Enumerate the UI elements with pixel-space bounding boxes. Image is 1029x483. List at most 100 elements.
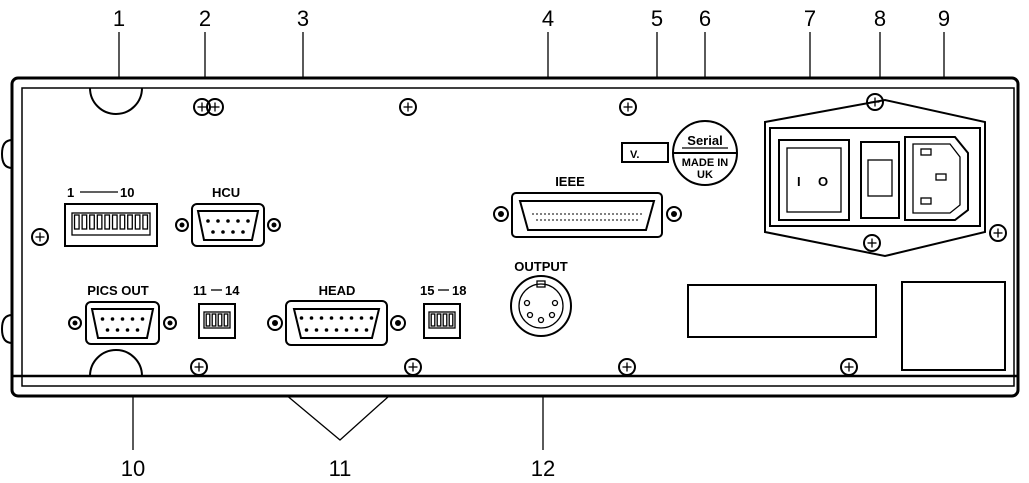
dip-switch-11-14[interactable]: 11 14 xyxy=(193,283,240,339)
dip-toggle[interactable] xyxy=(134,214,141,230)
screws xyxy=(31,98,1007,376)
dip-label-18: 18 xyxy=(452,283,466,298)
connector-pin xyxy=(319,316,324,320)
din-pin xyxy=(551,299,559,307)
dip-label-10: 10 xyxy=(120,185,134,200)
voltage-label: V. xyxy=(621,142,669,163)
callout-12: 12 xyxy=(531,456,555,481)
din-pin xyxy=(523,299,531,307)
screw-icon xyxy=(193,98,211,116)
callout-4: 4 xyxy=(542,6,554,31)
ieee-connector[interactable]: IEEE xyxy=(493,174,682,238)
callout-11: 11 xyxy=(329,456,352,481)
connector-pin xyxy=(369,316,374,320)
callout-10: 10 xyxy=(121,456,145,481)
serial-badge: Serial MADE IN UK xyxy=(672,120,738,186)
connector-pin xyxy=(309,316,314,320)
connector-pin xyxy=(304,328,309,332)
screw-icon xyxy=(399,98,417,116)
voltage-text: V. xyxy=(630,149,639,161)
pics-out-connector[interactable]: PICS OUT xyxy=(68,283,177,345)
callout-1: 1 xyxy=(113,6,125,31)
dip-toggle[interactable] xyxy=(127,214,133,230)
connector-pin xyxy=(226,219,230,223)
screw-icon xyxy=(404,358,422,376)
dip-label-15: 15 xyxy=(420,283,434,298)
dip-toggle[interactable] xyxy=(430,313,436,327)
dip-toggle[interactable] xyxy=(119,214,126,230)
made-in-text: MADE IN xyxy=(682,157,729,169)
screw-icon xyxy=(863,234,881,252)
din-pin xyxy=(548,311,556,319)
dip-toggle[interactable] xyxy=(142,214,149,230)
dip-switch-1-10[interactable]: 1 10 xyxy=(64,185,158,247)
hcu-connector[interactable]: HCU xyxy=(175,185,281,247)
dip-toggle[interactable] xyxy=(81,214,88,230)
screw-icon xyxy=(206,98,224,116)
connector-pin xyxy=(241,230,245,234)
callout-8: 8 xyxy=(874,6,886,31)
connector-pin xyxy=(110,317,115,321)
dip-toggle[interactable] xyxy=(205,313,211,327)
uk-text: UK xyxy=(697,169,713,181)
power-switch[interactable]: I O xyxy=(778,139,850,221)
callout-5: 5 xyxy=(651,6,663,31)
dip-toggle[interactable] xyxy=(442,313,448,327)
fuse-holder[interactable] xyxy=(860,141,900,219)
power-module xyxy=(764,93,986,258)
dip-label-11: 11 xyxy=(193,283,207,298)
dip-toggle[interactable] xyxy=(448,313,454,327)
connector-pin xyxy=(125,328,130,332)
dip-switch-15-18[interactable]: 15 18 xyxy=(420,283,466,339)
screw-icon xyxy=(840,358,858,376)
output-din-connector[interactable]: OUTPUT xyxy=(510,259,572,337)
connector-pin xyxy=(359,316,364,320)
connector-pin xyxy=(314,328,319,332)
dip-toggle[interactable] xyxy=(104,214,111,230)
connector-pin xyxy=(334,328,339,332)
dip-toggle[interactable] xyxy=(211,313,217,327)
connector-pin xyxy=(115,328,120,332)
dip-toggle[interactable] xyxy=(111,214,118,230)
screw-icon xyxy=(619,98,637,116)
connector-pin xyxy=(231,230,235,234)
dip-toggle[interactable] xyxy=(436,313,442,327)
head-connector[interactable]: HEAD xyxy=(267,283,406,346)
connector-pin xyxy=(120,317,125,321)
dip-toggle[interactable] xyxy=(89,214,95,230)
connector-pin xyxy=(354,328,359,332)
connector-pin xyxy=(105,328,110,332)
serial-text: Serial xyxy=(687,133,722,148)
pics-out-label: PICS OUT xyxy=(87,283,148,298)
connector-pin xyxy=(211,230,215,234)
dip-toggle[interactable] xyxy=(96,214,103,230)
callout-2: 2 xyxy=(199,6,211,31)
connector-pin xyxy=(299,316,304,320)
callout-6: 6 xyxy=(699,6,711,31)
screw-icon xyxy=(618,358,636,376)
connector-pin xyxy=(130,317,135,321)
dip-label-1: 1 xyxy=(67,185,74,200)
connector-pin xyxy=(206,219,210,223)
screw-icon xyxy=(31,228,49,246)
callout-9: 9 xyxy=(938,6,950,31)
connector-pin xyxy=(236,219,240,223)
hcu-label: HCU xyxy=(212,185,240,200)
dip-toggle[interactable] xyxy=(217,313,223,327)
switch-on-label: I xyxy=(797,174,801,189)
dip-toggle[interactable] xyxy=(223,313,229,327)
connector-pin xyxy=(221,230,225,234)
head-label: HEAD xyxy=(319,283,356,298)
connector-pin xyxy=(329,316,334,320)
connector-pin xyxy=(140,317,145,321)
connector-pin xyxy=(246,219,250,223)
connector-pin xyxy=(344,328,349,332)
screw-icon xyxy=(866,93,884,111)
din-pin xyxy=(537,316,545,324)
switch-off-label: O xyxy=(818,174,828,189)
blank-panels xyxy=(687,281,1006,371)
mains-inlet[interactable] xyxy=(904,136,969,221)
dip-toggle[interactable] xyxy=(73,214,80,230)
connector-pin xyxy=(216,219,220,223)
